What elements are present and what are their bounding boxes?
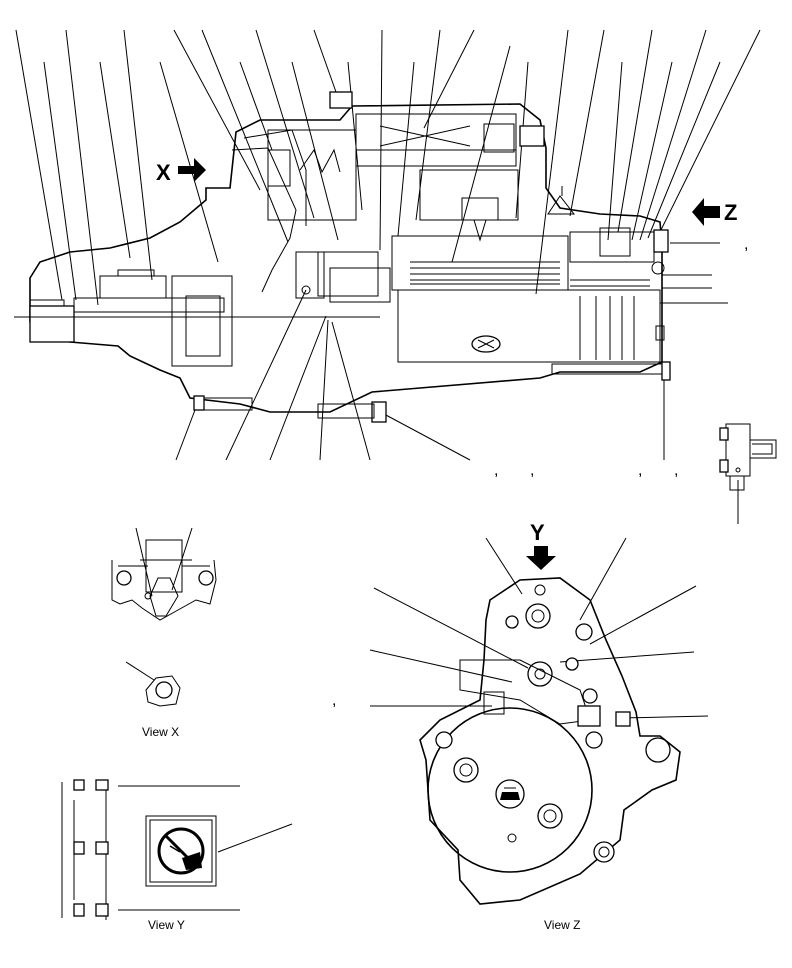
view-z-detail (369, 537, 709, 905)
arrow-y-label: Y (530, 520, 545, 545)
view-x-caption: View X (142, 725, 180, 739)
no-water-spray-icon (157, 827, 205, 875)
bottom-leader-lines (175, 289, 739, 524)
arrow-x-icon (178, 158, 206, 182)
view-y-detail (61, 779, 293, 920)
starter-cross-section (14, 91, 720, 423)
arrow-x-label: X (156, 160, 171, 185)
separator-comma: , (530, 462, 535, 479)
separator-comma: , (494, 462, 499, 479)
top-leader-lines (15, 29, 761, 306)
view-y-caption: View Y (148, 918, 185, 932)
separator-comma: , (332, 692, 337, 709)
arrow-z-label: Z (724, 200, 738, 225)
bracket-detail (719, 423, 777, 491)
view-z-caption: View Z (544, 918, 581, 932)
armature-windings (410, 261, 650, 287)
view-x-detail (111, 527, 217, 707)
arrow-z-icon (692, 198, 720, 226)
separator-comma: , (744, 236, 749, 253)
right-leader-lines (660, 242, 728, 304)
separator-comma: , (674, 462, 679, 479)
separator-comma: , (638, 462, 643, 479)
arrow-y-icon (526, 546, 556, 570)
